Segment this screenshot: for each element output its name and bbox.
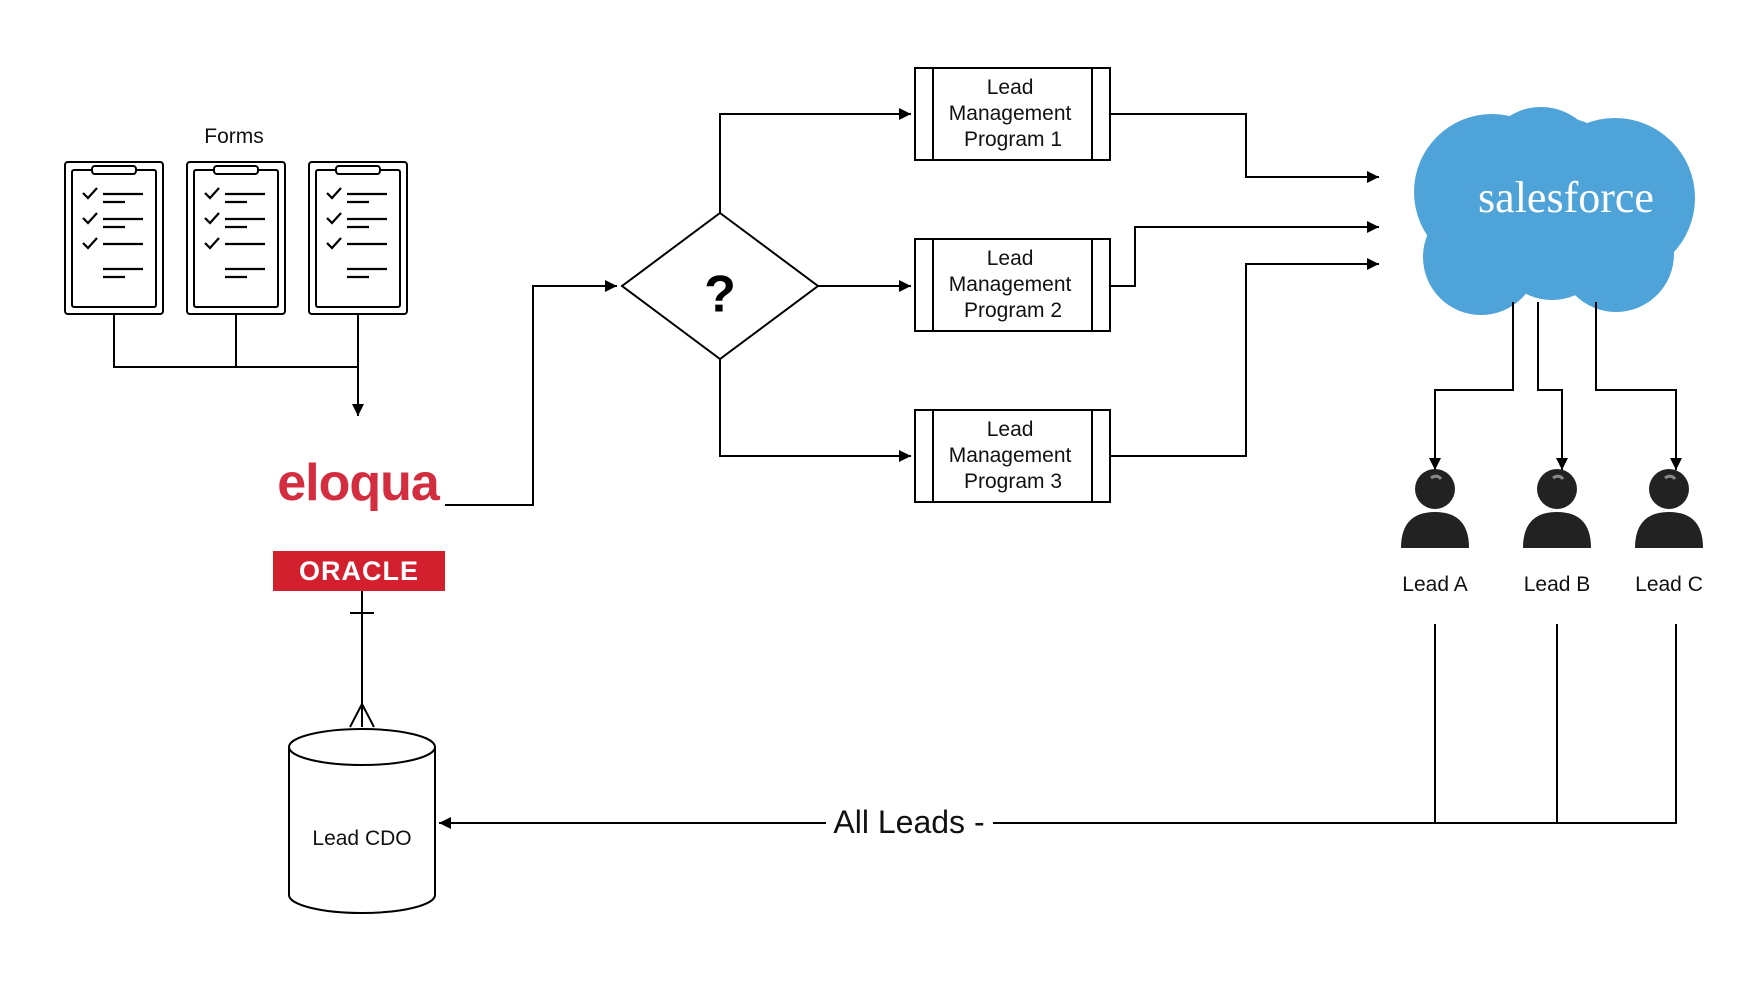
lead-c-label: Lead C: [1635, 573, 1703, 596]
salesforce-to-lead-b-connector: [1537, 302, 1568, 470]
lead-cdo-database: Lead CDO: [288, 728, 436, 914]
form-clipboard-2-icon: [185, 160, 287, 316]
decision-label: ?: [704, 266, 736, 324]
program-1-line-3: Program 1: [964, 128, 1062, 151]
lead-c-person-icon: [1633, 467, 1705, 550]
forms-label: Forms: [204, 125, 264, 148]
oracle-logo-box: [273, 551, 445, 591]
program-1-box: Lead Management Program 1: [914, 67, 1111, 161]
oracle-logo: ORACLE: [299, 556, 419, 586]
decision-to-program-3-connector: [719, 359, 911, 462]
eloqua-logo: eloqua: [277, 454, 441, 512]
program-2-line-1: Lead: [987, 247, 1034, 270]
decision-to-program-1-connector: [719, 108, 911, 213]
lead-b-person-icon: [1521, 467, 1593, 550]
lead-b-label: Lead B: [1524, 573, 1591, 596]
salesforce-to-lead-a-connector: [1429, 302, 1514, 470]
svg-text:Lead Management Pr: Lead Management Program 3: [949, 418, 1077, 493]
leads-return-connector: [993, 624, 1677, 824]
svg-text:Lead Management Pr: Lead Management Program 1: [949, 76, 1077, 151]
program-2-line-2: Management: [949, 273, 1072, 296]
svg-text:Lead Management Pr: Lead Management Program 2: [949, 247, 1077, 322]
salesforce-logo-text: salesforce: [1478, 173, 1654, 222]
form-clipboard-1-icon: [63, 160, 165, 316]
lead-a-person-icon: [1399, 467, 1471, 550]
program-3-line-3: Program 3: [964, 470, 1062, 493]
lead-cdo-label: Lead CDO: [312, 827, 411, 850]
program-3-line-2: Management: [949, 444, 1072, 467]
lead-a-label: Lead A: [1402, 573, 1467, 596]
eloqua-to-decision-connector: [445, 280, 617, 506]
program-2-to-salesforce-connector: [1110, 221, 1379, 287]
salesforce-to-lead-c-connector: [1595, 302, 1682, 470]
program-2-line-3: Program 2: [964, 299, 1062, 322]
program-1-line-1: Lead: [987, 76, 1034, 99]
oracle-to-cdo-connector: [349, 591, 375, 728]
program-2-box: Lead Management Program 2: [914, 238, 1111, 332]
program-1-line-2: Management: [949, 102, 1072, 125]
program-3-box: Lead Management Program 3: [914, 409, 1111, 503]
salesforce-cloud-logo: salesforce: [1414, 107, 1695, 315]
program-1-to-salesforce-connector: [1110, 113, 1379, 183]
program-3-line-1: Lead: [987, 418, 1034, 441]
forms-to-eloqua-connector: [113, 314, 358, 416]
form-clipboard-3-icon: [307, 160, 409, 316]
program-3-to-salesforce-connector: [1110, 258, 1379, 457]
all-leads-label: All Leads -: [833, 804, 984, 840]
